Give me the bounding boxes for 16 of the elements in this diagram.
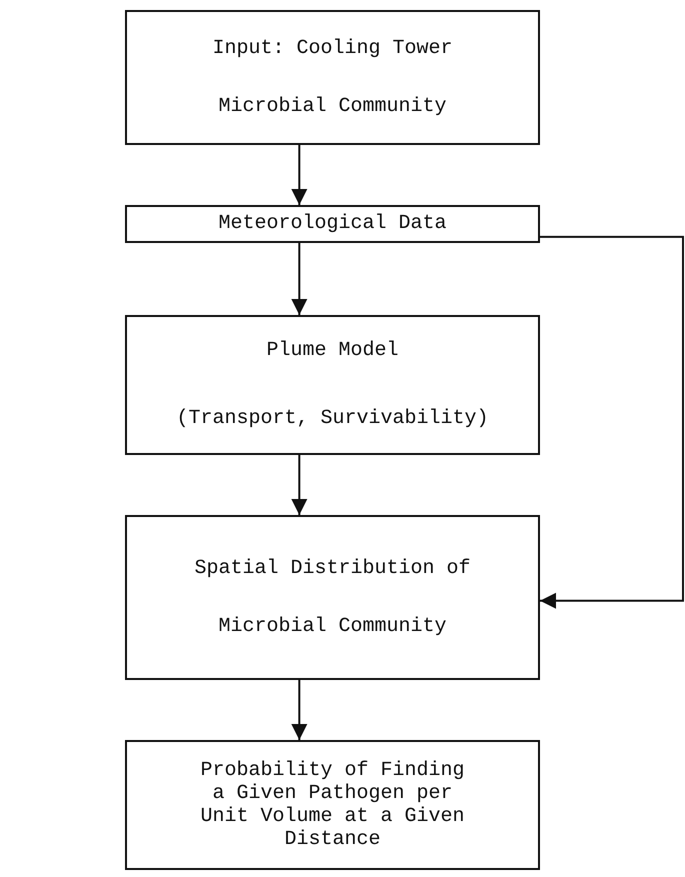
process-box — [125, 315, 540, 455]
box-text: Meteorological Data — [218, 212, 447, 236]
process-box — [125, 515, 540, 680]
arrow — [291, 243, 308, 315]
process-box — [125, 205, 540, 243]
process-box — [125, 10, 540, 145]
arrow — [291, 680, 308, 740]
arrow — [291, 145, 308, 205]
box-text: (Transport, Survivability) — [176, 407, 489, 431]
arrow — [291, 455, 308, 515]
box-text: Probability of Finding a Given Pathogen per Unit Volume at a Given Distance — [199, 759, 466, 851]
box-text: Plume Model — [266, 339, 399, 363]
box-text: Input: Cooling Tower Microbial Community — [211, 36, 454, 120]
process-box — [125, 740, 540, 870]
arrow — [540, 236, 684, 609]
box-text: Spatial Distribution of Microbial Community — [193, 556, 472, 640]
